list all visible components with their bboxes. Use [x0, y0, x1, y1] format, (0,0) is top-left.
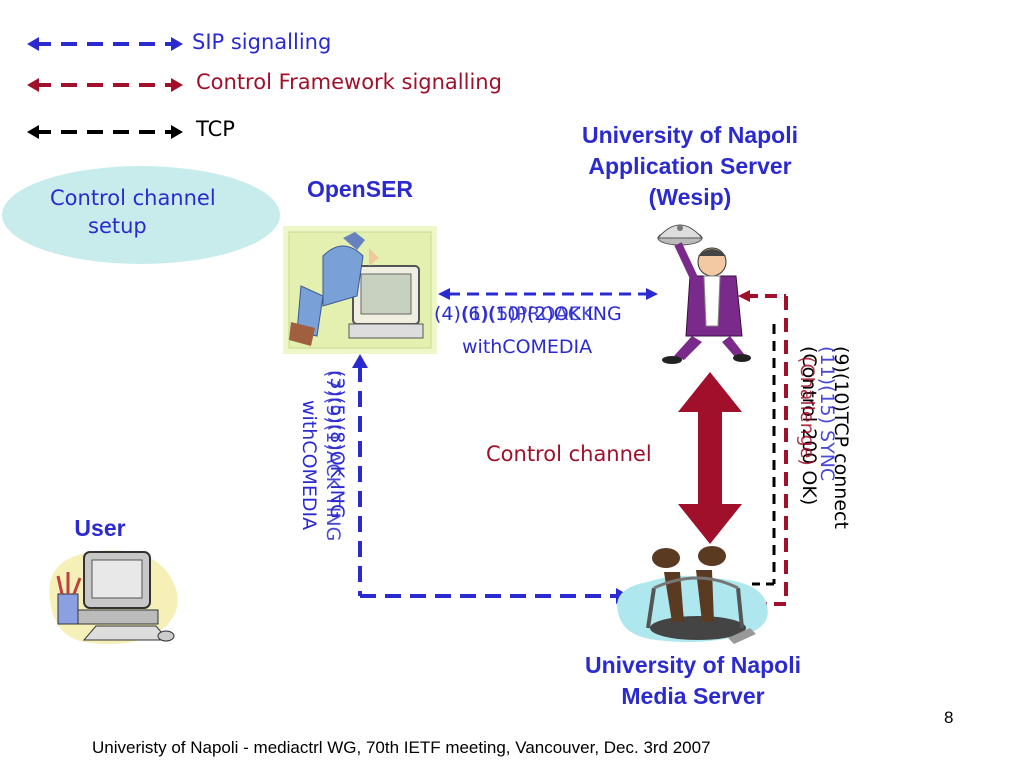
- left-message-line1b: (7)(9)(1)ACK TING: [322, 370, 344, 542]
- user-computer-image: [49, 550, 178, 645]
- media-server-title-line2: Media Server: [621, 683, 765, 709]
- bubble-line2: setup: [88, 214, 147, 238]
- left-message-line2: withCOMEDIA: [298, 400, 320, 531]
- app-server-title-line3: (Wesip): [648, 184, 732, 210]
- openser-server-image: [283, 226, 437, 354]
- footer: Univeristy of Napoli - mediactrl WG, 70t…: [92, 738, 711, 757]
- waiter-image: [656, 224, 751, 364]
- app-server-title-line2: Application Server: [588, 153, 792, 179]
- openser-title: OpenSER: [306, 176, 414, 202]
- sip-arrow-openser-ms: [352, 354, 630, 604]
- control-channel-arrow: [678, 372, 742, 544]
- media-server-title-line1: University of Napoli: [585, 652, 801, 678]
- control-channel-label: Control channel: [486, 442, 652, 466]
- user-title: User: [74, 515, 126, 541]
- legend-tcp-label: TCP: [196, 117, 235, 141]
- app-server-title: University of Napoli Application Server …: [540, 120, 840, 213]
- sip-arrow-openser-as: [438, 288, 658, 300]
- legend-sip-label: SIP signalling: [192, 30, 332, 54]
- top-message-line1: (4)(6)(10)(2)OK ING: [434, 303, 622, 325]
- legend-sip-arrow: [27, 37, 183, 51]
- bubble-line1: Control channel: [50, 186, 216, 210]
- right-message-line2b: (Challenge): [796, 356, 818, 466]
- page-number: 8: [944, 708, 954, 727]
- legend-tcp-arrow: [27, 125, 183, 139]
- control-channel-setup-bubble: Control channel setup: [2, 166, 280, 264]
- top-message-line1b: (1)(5)PROACK: [462, 303, 594, 325]
- media-server-image: [617, 546, 768, 644]
- legend-control-label: Control Framework signalling: [196, 70, 502, 94]
- media-server-title: University of Napoli Media Server: [543, 650, 843, 712]
- top-message-line2: withCOMEDIA: [462, 336, 593, 358]
- app-server-title-line1: University of Napoli: [582, 122, 798, 148]
- legend-control-arrow: [27, 78, 183, 92]
